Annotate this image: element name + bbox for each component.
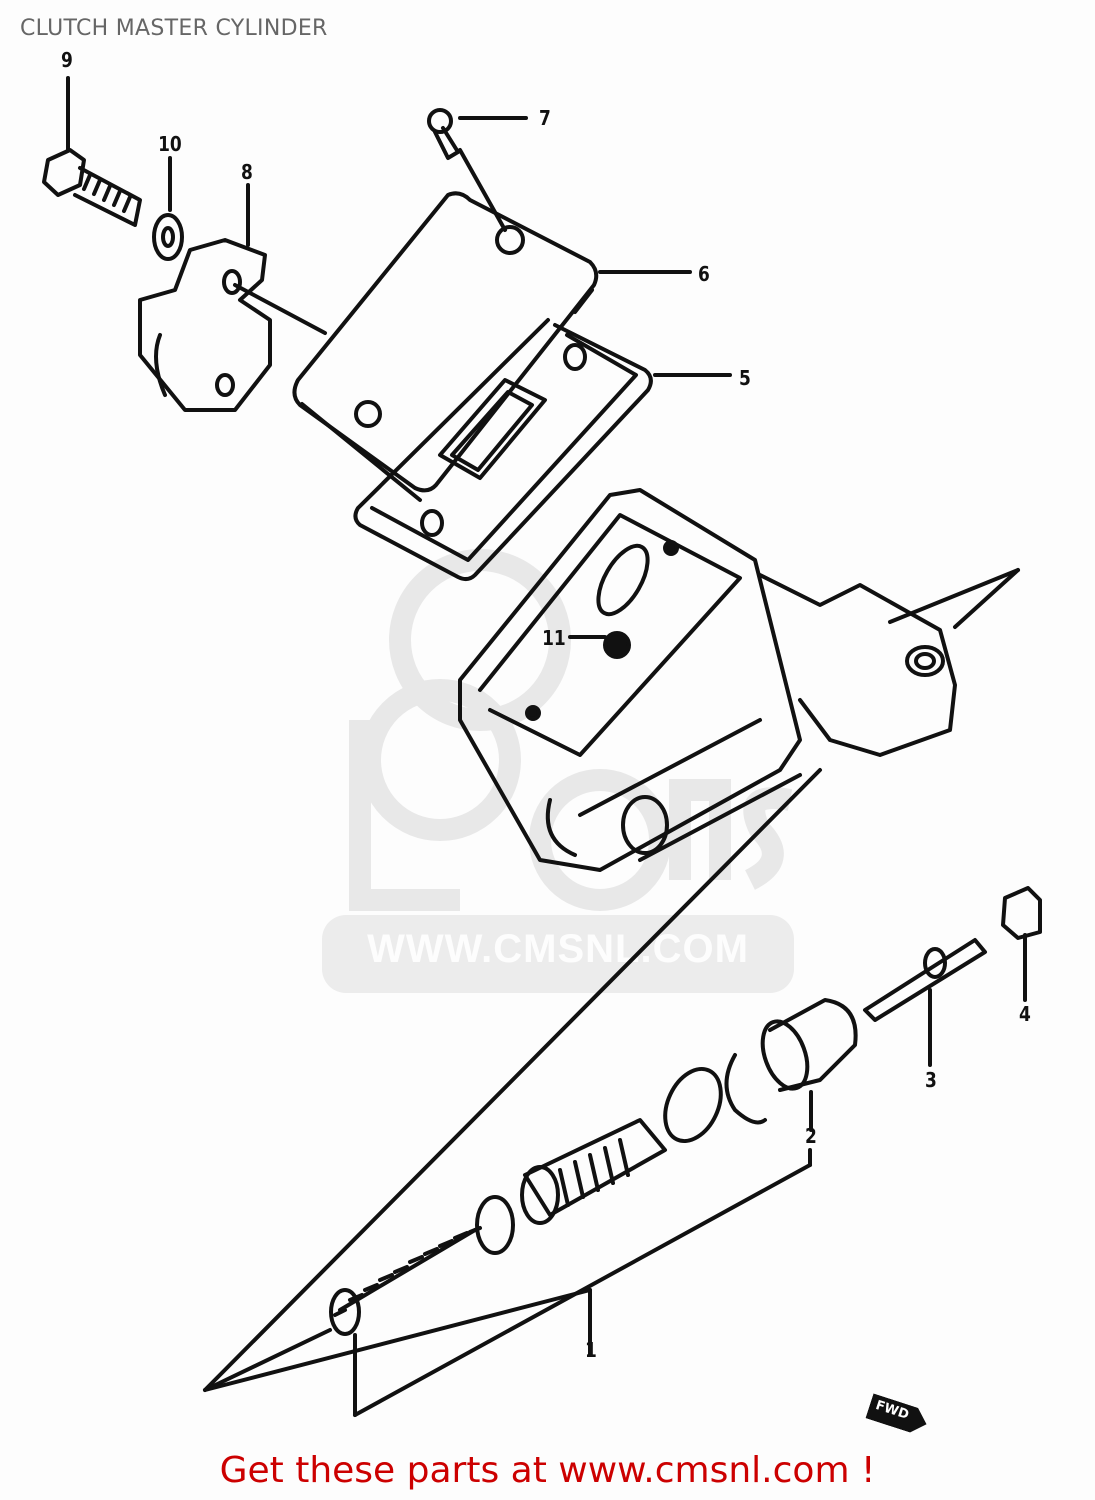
- callout-5[interactable]: 5: [739, 366, 751, 390]
- callout-4[interactable]: 4: [1019, 1002, 1031, 1026]
- callout-7[interactable]: 7: [539, 106, 551, 130]
- callout-9[interactable]: 9: [61, 48, 73, 72]
- watermark-url: WWW.CMSNL.COM: [367, 927, 749, 971]
- page-title: CLUTCH MASTER CYLINDER: [20, 16, 328, 41]
- callout-2[interactable]: 2: [805, 1124, 817, 1148]
- callout-10[interactable]: 10: [158, 132, 182, 156]
- callout-8[interactable]: 8: [241, 160, 253, 184]
- buy-parts-link[interactable]: Get these parts at www.cmsnl.com !: [219, 1450, 876, 1491]
- callout-11[interactable]: 11: [542, 626, 566, 650]
- callout-1[interactable]: 1: [585, 1338, 597, 1362]
- watermark-url-box: WWW.CMSNL.COM: [322, 915, 794, 993]
- footer: Get these parts at www.cmsnl.com !: [0, 1450, 1095, 1491]
- callout-3[interactable]: 3: [925, 1068, 937, 1092]
- callout-6[interactable]: 6: [698, 262, 710, 286]
